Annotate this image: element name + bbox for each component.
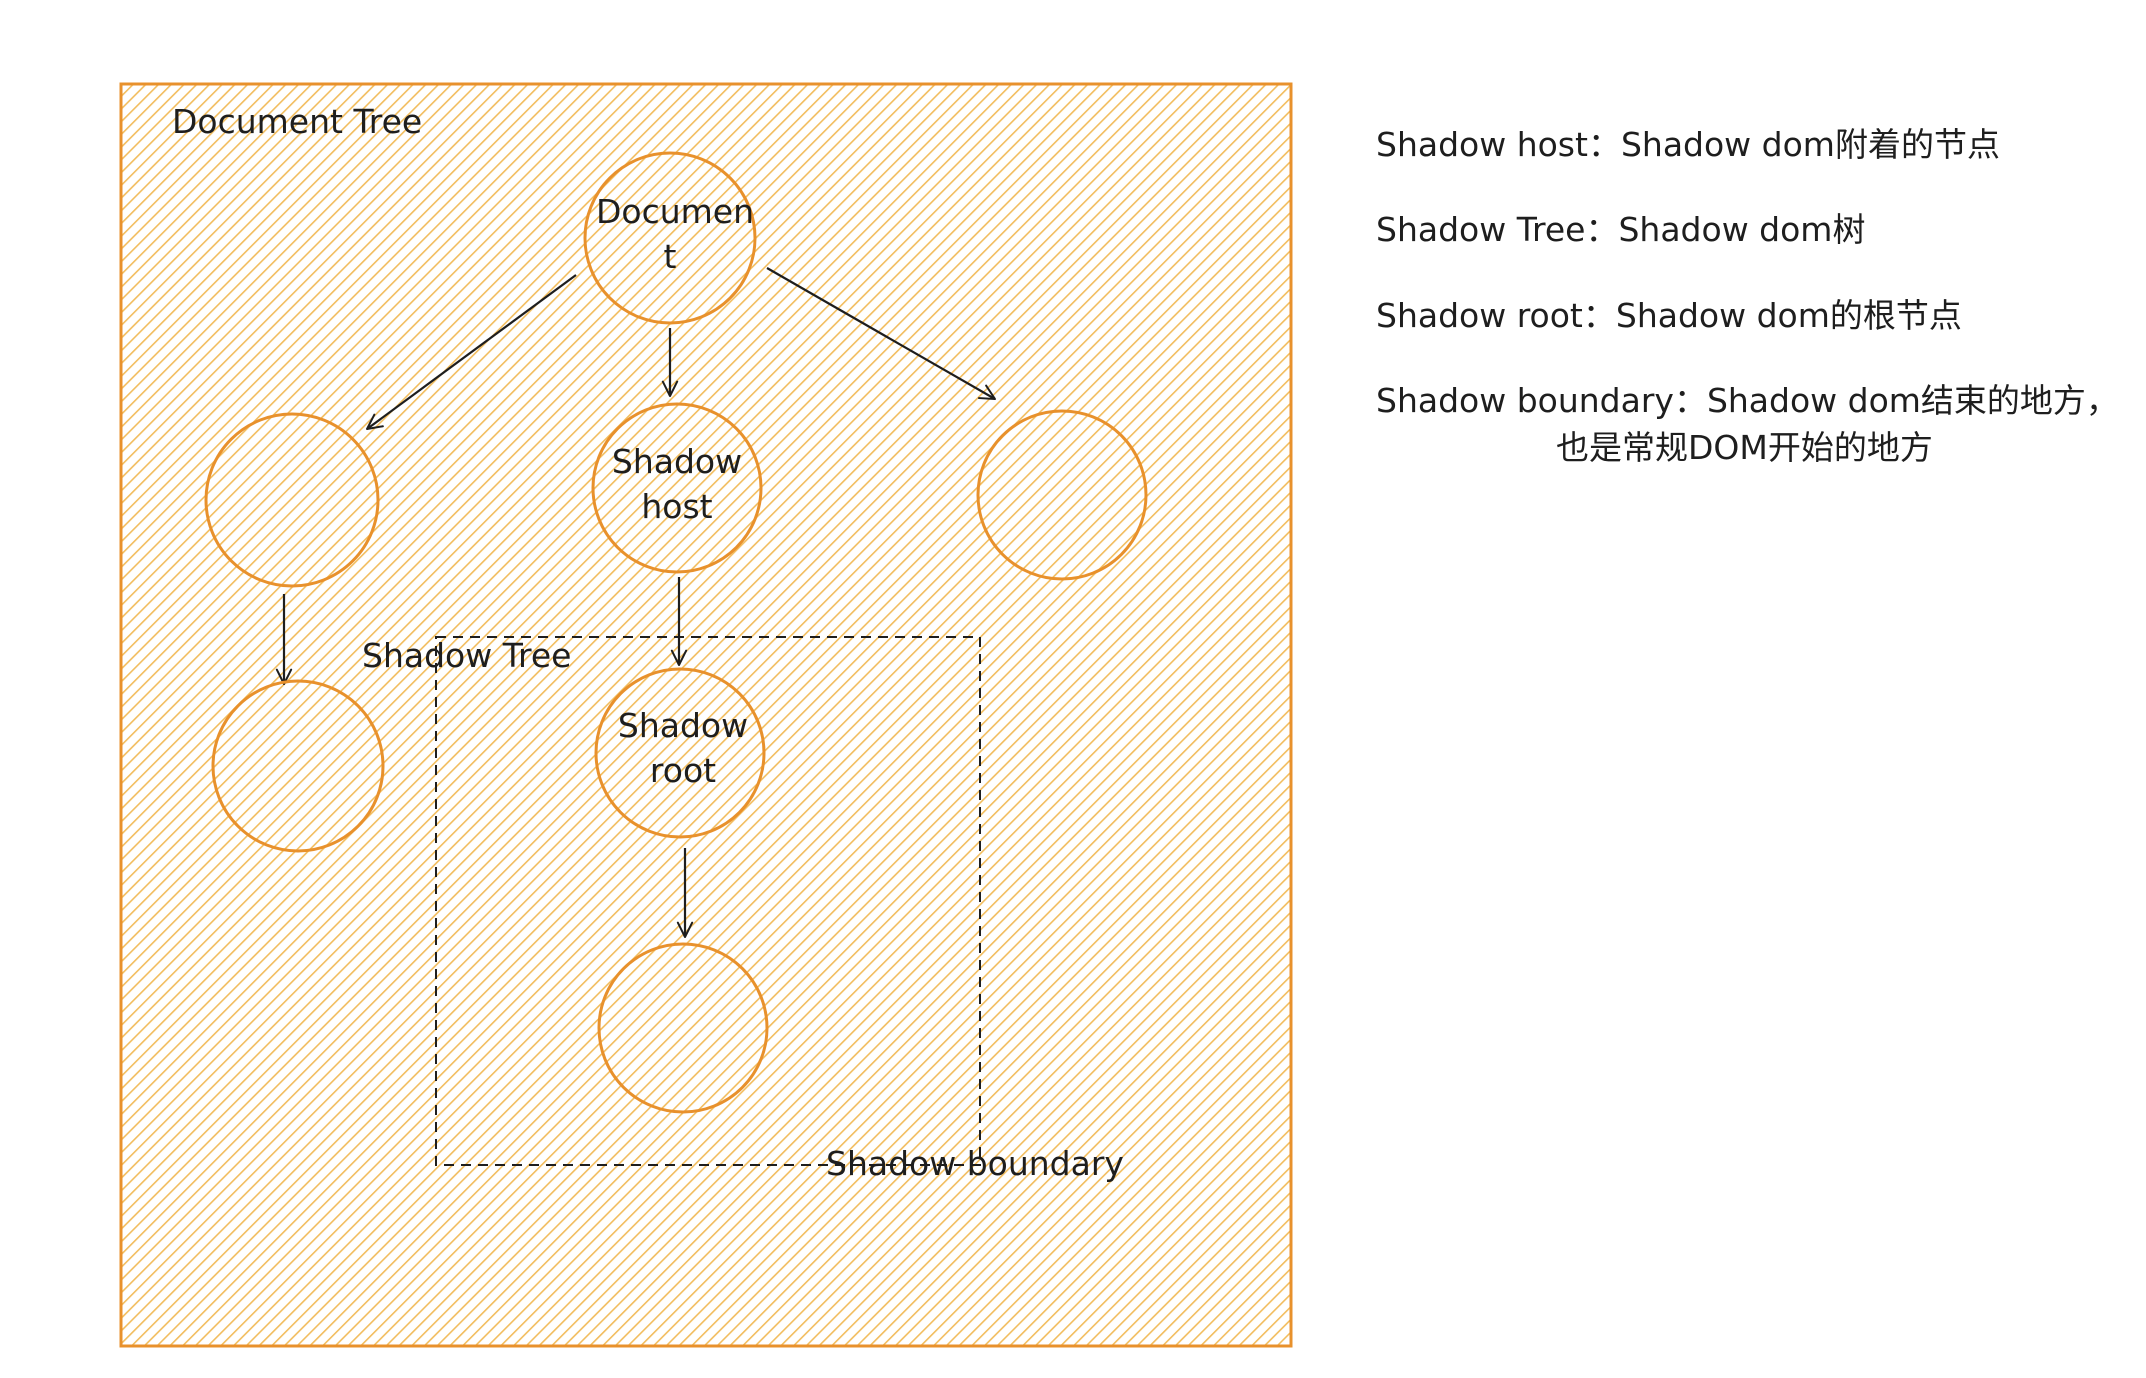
- node-shadow-root: [594, 667, 766, 839]
- node-shadow-child: [597, 942, 769, 1114]
- legend-item-shadow-tree: Shadow Tree：Shadow dom树: [1376, 209, 2136, 250]
- legend-separator: ：: [1582, 295, 1616, 335]
- legend-term: Shadow root: [1376, 295, 1583, 335]
- node-shadow-root-label-line1: Shadow: [618, 706, 748, 745]
- legend-item-shadow-boundary: Shadow boundary：Shadow dom结束的地方， 也是常规DOM…: [1376, 380, 2136, 469]
- node-shadow-host: [591, 402, 763, 574]
- legend-description: Shadow dom附着的节点: [1620, 125, 2000, 164]
- legend-separator: ：: [1587, 125, 1621, 164]
- shadow-boundary-label: Shadow boundary: [826, 1144, 1124, 1183]
- node-shadow-host-label-line2: host: [641, 487, 712, 526]
- legend-description: Shadow dom的根节点: [1615, 295, 1962, 335]
- node-right: [976, 409, 1148, 581]
- edge-document-to-left: [366, 274, 577, 430]
- node-document-label-line2: t: [664, 237, 677, 276]
- node-document-label-line1: Documen: [596, 192, 754, 231]
- node-left: [204, 412, 380, 588]
- legend-separator: ：: [1585, 210, 1619, 250]
- node-document: [583, 151, 757, 325]
- shadow-boundary-box: [435, 636, 981, 1166]
- node-shadow-root-label-line2: root: [650, 751, 716, 790]
- legend: Shadow host：Shadow dom附着的节点 Shadow Tree：…: [1376, 124, 2136, 512]
- legend-term: Shadow boundary: [1376, 380, 1674, 420]
- legend-separator: ：: [1673, 380, 1707, 420]
- edge-document-to-right: [766, 267, 996, 400]
- legend-item-shadow-root: Shadow root：Shadow dom的根节点: [1376, 295, 2136, 336]
- node-left-child: [211, 679, 385, 853]
- document-tree-label: Document Tree: [172, 102, 422, 141]
- legend-item-shadow-host: Shadow host：Shadow dom附着的节点: [1376, 124, 2136, 165]
- legend-term: Shadow host: [1376, 125, 1588, 164]
- document-tree-container: [119, 82, 1293, 1348]
- legend-description: Shadow dom树: [1618, 210, 1866, 250]
- node-shadow-host-label-line1: Shadow: [612, 442, 742, 481]
- shadow-tree-label: Shadow Tree: [362, 636, 571, 675]
- legend-description-continued: 也是常规DOM开始的地方: [1556, 428, 1933, 467]
- legend-term: Shadow Tree: [1376, 210, 1586, 250]
- legend-description: Shadow dom结束的地方，: [1706, 380, 2119, 420]
